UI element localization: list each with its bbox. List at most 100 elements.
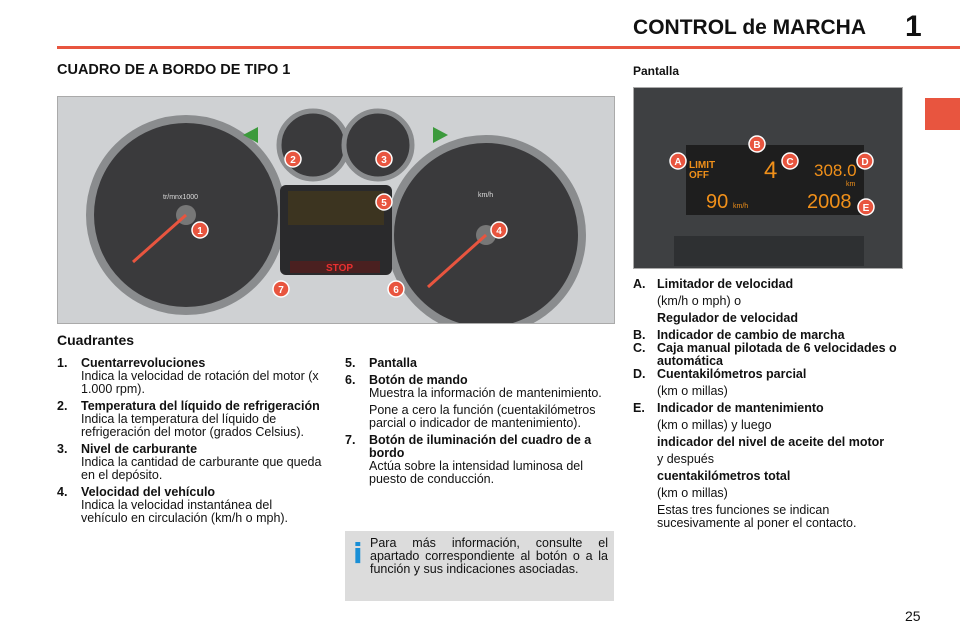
speed-unit-label: km/h <box>478 192 493 199</box>
list-item-title: 1. Cuentarrevoluciones <box>57 357 322 370</box>
item-line: cuentakilómetros total <box>657 469 791 483</box>
svg-text:5: 5 <box>381 198 387 209</box>
item-number: 1. <box>57 356 68 370</box>
svg-text:7: 7 <box>278 285 284 296</box>
item-letter: A. <box>633 277 646 291</box>
item-title: Limitador de velocidad <box>657 277 794 291</box>
display-callout-a: A <box>669 152 687 170</box>
off-text: OFF <box>689 170 709 181</box>
display-callout-b: B <box>748 135 766 153</box>
info-box: i Para más información, consulte el apar… <box>345 531 614 601</box>
item-line: (km/h o mph) o <box>657 294 742 308</box>
item-number: 4. <box>57 485 68 499</box>
svg-text:A: A <box>674 157 681 168</box>
item-line: Estas tres funciones se indican sucesiva… <box>657 503 857 530</box>
item-title: Indicador de mantenimiento <box>657 401 824 415</box>
item-description: Actúa sobre la intensidad luminosa del p… <box>369 459 584 486</box>
dashboard-callout-2: 2 <box>284 150 302 168</box>
info-icon: i <box>353 537 363 570</box>
list-item-title: 4. Velocidad del vehículo <box>57 486 322 499</box>
dashboard-callout-7: 7 <box>272 280 290 298</box>
item-number: 5. <box>345 356 356 370</box>
display-callout-d: D <box>856 152 874 170</box>
list-item-title: 3. Nivel de carburante <box>57 443 322 456</box>
stop-indicator: STOP <box>326 263 353 274</box>
speed-unit: km/h <box>733 203 748 210</box>
item-title: Cuentakilómetros parcial <box>657 367 807 381</box>
info-text: Para más información, consulte el aparta… <box>370 536 608 576</box>
pantalla-list: A. Limitador de velocidad (km/h o mph) o Re… <box>633 278 903 534</box>
svg-text:6: 6 <box>393 285 399 296</box>
svg-text:D: D <box>861 157 868 168</box>
item-title: Indicador de cambio de marcha <box>657 328 845 342</box>
display-image: LIMIT OFF 4 308.0 km 2008 90 km/h A B C … <box>633 87 903 269</box>
item-letter: E. <box>633 401 645 415</box>
chapter-tab <box>925 98 960 130</box>
item-description: Pone a cero la función (cuentakilómetros… <box>369 403 596 430</box>
dashboard-callout-3: 3 <box>375 150 393 168</box>
dashboard-callout-6: 6 <box>387 280 405 298</box>
gear-indicator: 4 <box>764 157 777 184</box>
dashboard-callout-1: 1 <box>191 221 209 239</box>
item-line: (km o millas) <box>657 384 728 398</box>
item-description: Indica la temperatura del líquido de ref… <box>81 412 305 439</box>
item-line: y después <box>657 452 714 466</box>
trip-value: 308.0 <box>814 161 857 180</box>
cuadrantes-title: Cuadrantes <box>57 332 135 348</box>
pantalla-item: C. Caja manual pilotada de 6 velocidades … <box>633 342 903 368</box>
km-label: km <box>846 181 856 188</box>
section-title: CUADRO DE A BORDO DE TIPO 1 <box>57 62 291 78</box>
item-letter: D. <box>633 367 646 381</box>
list-item-title: 7. Botón de iluminación del cuadro de a b… <box>345 434 613 460</box>
item-title: Botón de mando <box>369 373 468 387</box>
item-line: indicador del nivel de aceite del motor <box>657 435 885 449</box>
svg-text:4: 4 <box>496 226 502 237</box>
item-letter: C. <box>633 341 646 355</box>
svg-text:C: C <box>786 157 793 168</box>
chapter-number: 1 <box>905 10 922 43</box>
rpm-label: tr/mnx1000 <box>163 194 198 201</box>
pantalla-item: A. Limitador de velocidad <box>633 278 903 291</box>
list-item-title: 6. Botón de mando <box>345 374 613 387</box>
pantalla-item: B. Indicador de cambio de marcha <box>633 329 903 342</box>
item-letter: B. <box>633 328 646 342</box>
dashboard-callout-4: 4 <box>490 221 508 239</box>
item-number: 2. <box>57 399 68 413</box>
item-line: (km o millas) <box>657 486 728 500</box>
item-line: Regulador de velocidad <box>657 311 799 325</box>
item-title: Temperatura del líquido de refrigeración <box>81 399 320 413</box>
odometer-value: 2008 <box>807 191 852 213</box>
chapter-title: CONTROL de MARCHA <box>633 16 866 39</box>
item-number: 7. <box>345 433 356 447</box>
svg-text:B: B <box>753 140 760 151</box>
pantalla-item: E. Indicador de mantenimiento <box>633 402 903 415</box>
display-callout-c: C <box>781 152 799 170</box>
page-number: 25 <box>905 608 921 624</box>
item-description: Indica la velocidad instantánea del vehí… <box>81 498 289 525</box>
pantalla-title: Pantalla <box>633 64 680 78</box>
item-number: 3. <box>57 442 68 456</box>
display-callout-e: E <box>857 198 875 216</box>
svg-text:3: 3 <box>381 155 387 166</box>
item-title: Nivel de carburante <box>81 442 198 456</box>
list-item-title: 2. Temperatura del líquido de refrigeraci… <box>57 400 322 413</box>
dashboard-callout-5: 5 <box>375 193 393 211</box>
header-divider <box>57 46 960 49</box>
item-title: Pantalla <box>369 356 417 370</box>
svg-text:E: E <box>863 203 870 214</box>
item-number: 6. <box>345 373 356 387</box>
limit-text: LIMIT <box>689 160 715 171</box>
item-title: Cuentarrevoluciones <box>81 356 206 370</box>
item-title: Botón de iluminación del cuadro de a bor… <box>369 433 592 460</box>
item-title: Velocidad del vehículo <box>81 485 216 499</box>
speed-value: 90 <box>706 191 728 213</box>
pantalla-item: D. Cuentakilómetros parcial <box>633 368 903 381</box>
svg-text:1: 1 <box>197 226 203 237</box>
item-description: Indica la velocidad de rotación del moto… <box>81 369 319 396</box>
list-item-title: 5. Pantalla <box>345 357 613 370</box>
dashboard-image: STOP tr/mnx1000 km/h 1 2 3 4 5 6 7 <box>57 96 615 335</box>
item-title: Caja manual pilotada de 6 velocidades o … <box>657 341 897 368</box>
svg-text:2: 2 <box>290 155 296 166</box>
